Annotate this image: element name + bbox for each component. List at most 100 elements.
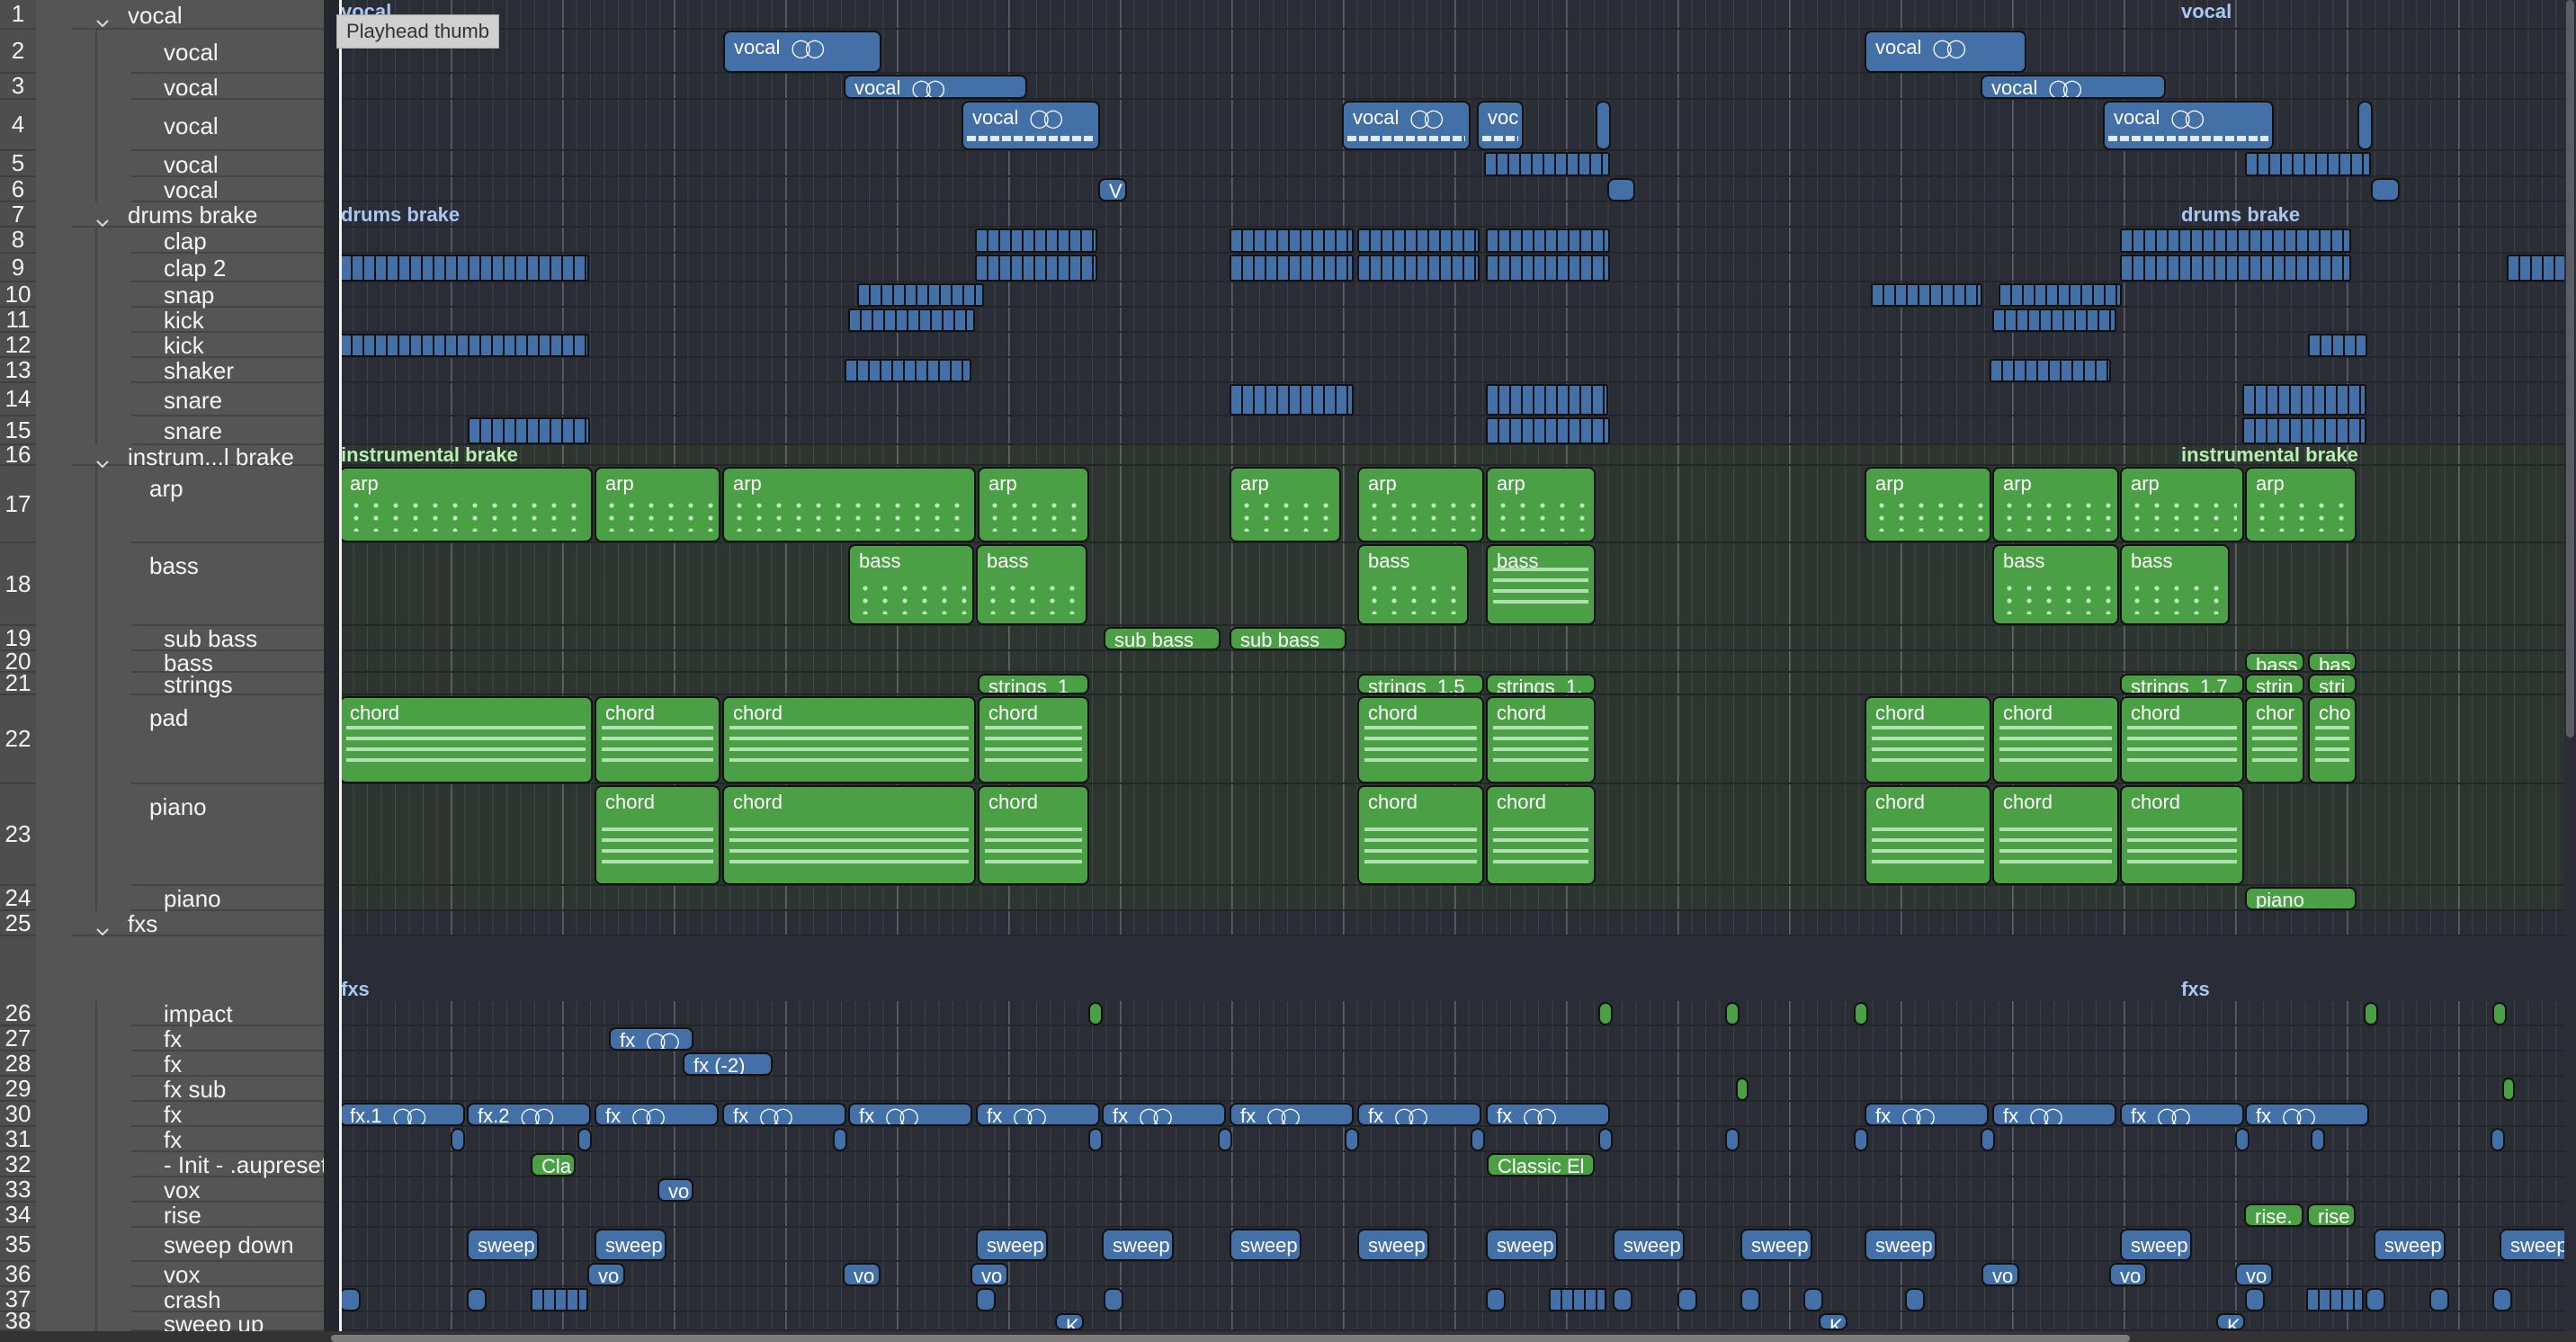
midi-region[interactable]: strin bbox=[2245, 674, 2304, 694]
audio-region[interactable]: voc bbox=[1477, 101, 1524, 150]
folder-track-header[interactable]: vocal bbox=[72, 0, 360, 30]
audio-region[interactable]: sweep bbox=[2374, 1229, 2446, 1261]
audio-region[interactable] bbox=[1104, 1288, 1123, 1311]
midi-region[interactable]: chord bbox=[722, 696, 976, 783]
midi-region[interactable]: sub bass bbox=[1230, 627, 1346, 650]
midi-region[interactable]: chord bbox=[1992, 785, 2119, 885]
audio-region[interactable] bbox=[2507, 255, 2564, 282]
midi-region[interactable]: chor bbox=[2245, 696, 2304, 783]
midi-region[interactable]: bass bbox=[848, 544, 974, 625]
midi-region[interactable]: arp bbox=[722, 467, 976, 542]
audio-region[interactable]: fx◯◯ bbox=[1230, 1103, 1354, 1126]
midi-region[interactable]: chord bbox=[1486, 785, 1596, 885]
midi-region[interactable]: piano bbox=[2245, 887, 2357, 910]
track-lane[interactable] bbox=[339, 308, 2564, 333]
audio-region[interactable]: sweep bbox=[1740, 1229, 1812, 1261]
audio-region[interactable]: vo bbox=[2109, 1263, 2147, 1286]
audio-region[interactable]: vocal◯◯ bbox=[723, 31, 881, 73]
midi-region[interactable]: chord bbox=[1865, 785, 1991, 885]
midi-region[interactable] bbox=[1725, 1002, 1740, 1025]
track-lane[interactable] bbox=[339, 626, 2564, 651]
midi-region[interactable] bbox=[2492, 1002, 2507, 1025]
audio-region[interactable]: fx.1◯◯ bbox=[339, 1103, 465, 1126]
midi-region[interactable] bbox=[1736, 1078, 1749, 1101]
midi-region[interactable] bbox=[1088, 1002, 1103, 1025]
track-lane[interactable] bbox=[339, 30, 2564, 74]
audio-region[interactable]: vo bbox=[1981, 1263, 2019, 1286]
midi-region[interactable]: bass bbox=[1486, 544, 1596, 625]
midi-region[interactable]: bass bbox=[2120, 544, 2230, 625]
audio-region[interactable] bbox=[1905, 1288, 1925, 1311]
audio-region[interactable]: vocal◯◯ bbox=[1981, 75, 2166, 99]
audio-region[interactable] bbox=[1486, 1288, 1506, 1311]
vertical-scrollbar[interactable] bbox=[2564, 0, 2576, 1331]
midi-region[interactable] bbox=[2364, 1002, 2378, 1025]
midi-region[interactable]: rise bbox=[2307, 1203, 2356, 1227]
track-header[interactable]: - Init - .aupreset bbox=[131, 1152, 360, 1177]
midi-region[interactable]: chord bbox=[1992, 696, 2119, 783]
disclosure-chevron-icon[interactable] bbox=[95, 207, 109, 228]
midi-region[interactable]: chord bbox=[339, 696, 593, 783]
midi-region[interactable]: cho bbox=[2308, 696, 2357, 783]
midi-region[interactable]: arp bbox=[2120, 467, 2244, 542]
audio-region[interactable] bbox=[339, 1288, 361, 1311]
audio-region[interactable]: vo bbox=[657, 1178, 693, 1202]
audio-region[interactable]: fx (-2) bbox=[683, 1052, 773, 1076]
audio-region[interactable] bbox=[845, 359, 971, 382]
audio-region[interactable] bbox=[467, 1288, 487, 1311]
audio-region[interactable] bbox=[1486, 417, 1610, 444]
audio-region[interactable] bbox=[1486, 255, 1610, 282]
audio-region[interactable] bbox=[1357, 255, 1480, 282]
audio-region[interactable] bbox=[1357, 228, 1480, 253]
audio-region[interactable] bbox=[339, 334, 589, 357]
audio-region[interactable]: fx◯◯ bbox=[848, 1103, 972, 1126]
track-lane[interactable] bbox=[339, 358, 2564, 383]
audio-region[interactable] bbox=[1740, 1288, 1760, 1311]
folder-track-header[interactable]: fxs bbox=[72, 911, 360, 936]
audio-region[interactable] bbox=[2245, 152, 2371, 176]
midi-region[interactable]: arp bbox=[1486, 467, 1596, 542]
audio-region[interactable] bbox=[1990, 359, 2111, 382]
audio-region[interactable] bbox=[1854, 1128, 1868, 1151]
audio-region[interactable] bbox=[1677, 1288, 1697, 1311]
midi-region[interactable]: chord bbox=[595, 696, 720, 783]
audio-region[interactable] bbox=[468, 417, 590, 444]
audio-region[interactable] bbox=[1230, 384, 1354, 416]
track-lane[interactable] bbox=[339, 333, 2564, 358]
audio-region[interactable]: fx◯◯ bbox=[2245, 1103, 2369, 1126]
audio-region[interactable] bbox=[1484, 152, 1610, 176]
track-lane[interactable] bbox=[339, 383, 2564, 416]
audio-region[interactable] bbox=[1607, 178, 1635, 201]
audio-region[interactable]: vocal◯◯ bbox=[962, 101, 1100, 150]
track-lane[interactable] bbox=[339, 1051, 2564, 1077]
audio-region[interactable] bbox=[2235, 1128, 2250, 1151]
audio-region[interactable] bbox=[2120, 255, 2351, 282]
midi-region[interactable]: stri bbox=[2308, 674, 2357, 694]
audio-region[interactable] bbox=[1486, 384, 1608, 416]
midi-region[interactable]: bass bbox=[1357, 544, 1469, 625]
audio-region[interactable]: vocal◯◯ bbox=[844, 75, 1027, 99]
track-lane[interactable] bbox=[339, 651, 2564, 673]
track-lane[interactable] bbox=[339, 1203, 2564, 1228]
audio-region[interactable]: fx.2◯◯ bbox=[467, 1103, 591, 1126]
audio-region[interactable] bbox=[1803, 1288, 1823, 1311]
audio-region[interactable]: K bbox=[2216, 1313, 2245, 1330]
midi-region[interactable]: bas bbox=[2308, 652, 2357, 672]
audio-region[interactable] bbox=[976, 1288, 996, 1311]
audio-region[interactable]: sweep bbox=[1230, 1229, 1301, 1261]
audio-region[interactable] bbox=[2242, 417, 2366, 444]
track-lane[interactable] bbox=[339, 1127, 2564, 1152]
track-lane[interactable] bbox=[339, 416, 2564, 445]
midi-region[interactable]: Cla bbox=[531, 1153, 576, 1176]
audio-region[interactable] bbox=[2245, 1288, 2265, 1311]
midi-region[interactable]: chord bbox=[1865, 696, 1991, 783]
midi-region[interactable]: arp bbox=[595, 467, 720, 542]
audio-region[interactable] bbox=[1549, 1288, 1606, 1311]
vertical-scroll-thumb[interactable] bbox=[2566, 0, 2574, 738]
midi-region[interactable]: chord bbox=[1357, 696, 1484, 783]
track-lane[interactable] bbox=[339, 177, 2564, 202]
midi-region[interactable]: strings_1.5 bbox=[1357, 674, 1484, 694]
midi-region[interactable]: bass bbox=[2245, 652, 2304, 672]
audio-region[interactable] bbox=[1218, 1128, 1232, 1151]
track-lane[interactable] bbox=[339, 1152, 2564, 1177]
